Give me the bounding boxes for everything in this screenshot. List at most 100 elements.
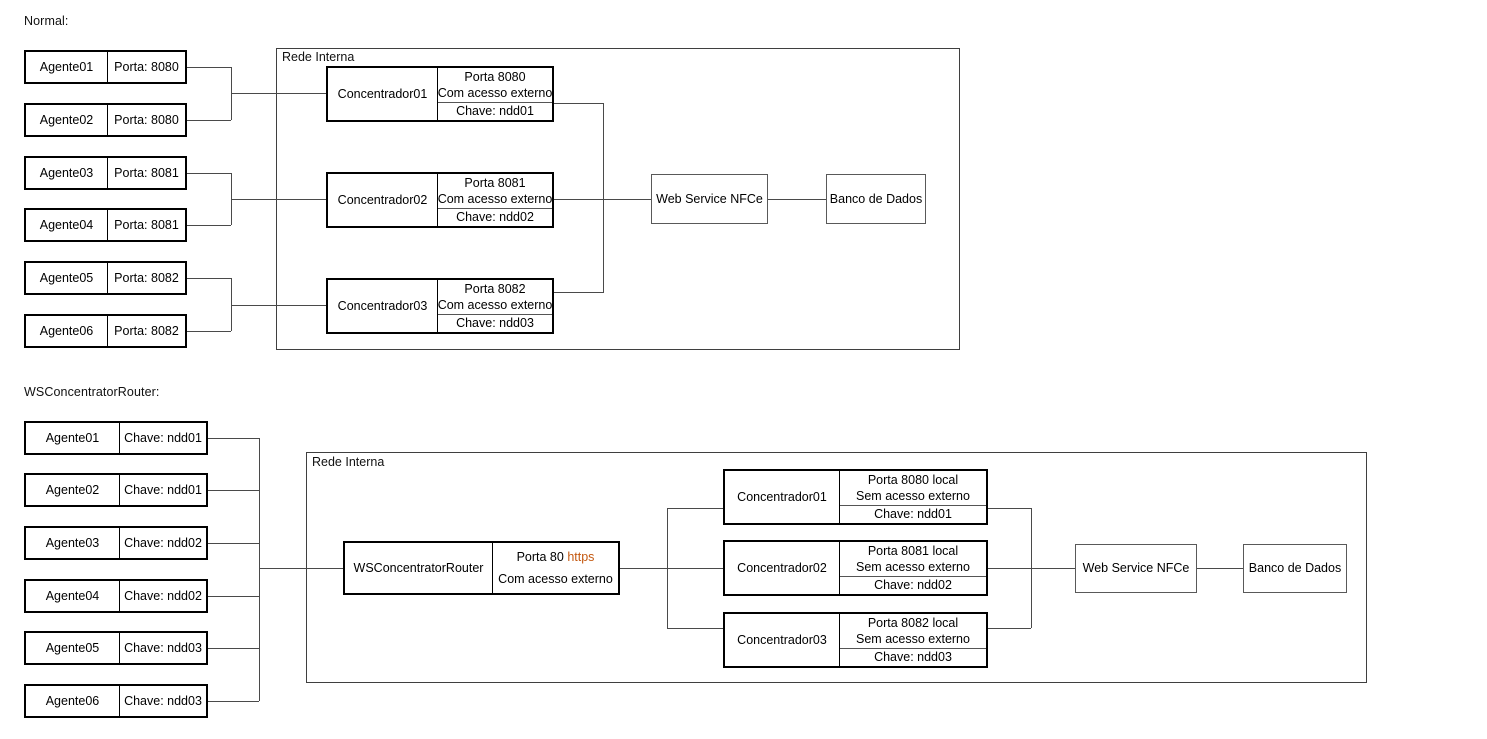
router-database-label: Banco de Dados [1248, 561, 1342, 576]
connector-router-webservice-to-db [1197, 568, 1243, 569]
connector-fanout-to-conc03 [667, 628, 723, 629]
node-agente05-router[interactable]: Agente05 Chave: ndd03 [24, 631, 208, 665]
concentrador02-port: Porta 8081 [464, 175, 526, 190]
router-concentrador03-name: Concentrador03 [725, 614, 840, 666]
node-agente06-normal[interactable]: Agente06 Porta: 8082 [24, 314, 187, 348]
connector-pair3-to-zone [231, 305, 330, 306]
agente04-detail: Porta: 8081 [114, 217, 179, 232]
node-concentrador02-normal[interactable]: Concentrador02 Porta 8081 Com acesso ext… [326, 172, 554, 228]
node-agente01-router[interactable]: Agente01 Chave: ndd01 [24, 421, 208, 455]
database-label: Banco de Dados [829, 191, 923, 206]
node-database-normal[interactable]: Banco de Dados [826, 174, 926, 224]
section-caption-router: WSConcentratorRouter: [24, 385, 160, 399]
router-concentrador02-name: Concentrador02 [725, 542, 840, 594]
concentrador02-key: Chave: ndd02 [438, 208, 552, 226]
node-concentrador03-normal[interactable]: Concentrador03 Porta 8082 Com acesso ext… [326, 278, 554, 334]
zone-rede-interna-router [306, 452, 1367, 683]
concentrador03-access: Com acesso externo [437, 298, 553, 313]
node-agente02-normal[interactable]: Agente02 Porta: 8080 [24, 103, 187, 137]
router-concentrador02-port: Porta 8081 local [867, 543, 959, 558]
router-agente06-name: Agente06 [26, 686, 120, 716]
agente01-name: Agente01 [26, 52, 108, 82]
connector-conc02-out [554, 199, 603, 200]
wsconcentratorrouter-port: Porta 80 https [517, 549, 595, 566]
connector-conc01-out [554, 103, 603, 104]
router-web-service-label: Web Service NFCe [1082, 561, 1190, 576]
router-agente03-name: Agente03 [26, 528, 120, 558]
connector-router-agente04 [208, 596, 259, 597]
node-agente04-router[interactable]: Agente04 Chave: ndd02 [24, 579, 208, 613]
node-agente03-normal[interactable]: Agente03 Porta: 8081 [24, 156, 187, 190]
node-agente05-normal[interactable]: Agente05 Porta: 8082 [24, 261, 187, 295]
connector-router-conc03-out [988, 628, 1031, 629]
node-web-service-normal[interactable]: Web Service NFCe [651, 174, 768, 224]
router-agente02-name: Agente02 [26, 475, 120, 505]
connector-router-agente02 [208, 490, 259, 491]
node-agente06-router[interactable]: Agente06 Chave: ndd03 [24, 684, 208, 718]
connector-fanout-bus [667, 508, 668, 628]
router-concentrador03-access: Sem acesso externo [856, 632, 970, 647]
router-agente06-detail: Chave: ndd03 [124, 693, 202, 708]
connector-merge-bus-normal [603, 103, 604, 293]
node-wsconcentratorrouter[interactable]: WSConcentratorRouter Porta 80 https Com … [343, 541, 620, 595]
zone-label-rede-interna-router: Rede Interna [310, 455, 387, 469]
agente02-detail: Porta: 8080 [114, 112, 179, 127]
router-agente05-name: Agente05 [26, 633, 120, 663]
node-agente03-router[interactable]: Agente03 Chave: ndd02 [24, 526, 208, 560]
connector-router-agent-bus [259, 438, 260, 701]
connector-agent-bus-to-router [259, 568, 343, 569]
connector-router-agente01 [208, 438, 259, 439]
concentrador01-access: Com acesso externo [437, 86, 553, 101]
connector-bus-pair3 [231, 278, 232, 331]
router-agente01-detail: Chave: ndd01 [124, 430, 202, 445]
agente05-detail: Porta: 8082 [114, 270, 179, 285]
connector-router-out [620, 568, 723, 569]
connector-router-conc01-out [988, 508, 1031, 509]
node-concentrador01-normal[interactable]: Concentrador01 Porta 8080 Com acesso ext… [326, 66, 554, 122]
router-concentrador02-key: Chave: ndd02 [840, 576, 986, 594]
agente04-name: Agente04 [26, 210, 108, 240]
zone-label-rede-interna-normal: Rede Interna [280, 50, 357, 64]
connector-agente06 [187, 331, 231, 332]
node-agente02-router[interactable]: Agente02 Chave: ndd01 [24, 473, 208, 507]
connector-router-agente05 [208, 648, 259, 649]
node-agente01-normal[interactable]: Agente01 Porta: 8080 [24, 50, 187, 84]
router-concentrador01-key: Chave: ndd01 [840, 505, 986, 523]
router-agente01-name: Agente01 [26, 423, 120, 453]
wsconcentratorrouter-access: Com acesso externo [498, 572, 613, 586]
section-caption-normal: Normal: [24, 14, 69, 28]
connector-conc03-out [554, 292, 603, 293]
agente05-name: Agente05 [26, 263, 108, 293]
connector-webservice-to-db [768, 199, 826, 200]
router-concentrador01-port: Porta 8080 local [867, 472, 959, 487]
router-agente02-detail: Chave: ndd01 [124, 482, 202, 497]
router-concentrador03-port: Porta 8082 local [867, 615, 959, 630]
web-service-label: Web Service NFCe [656, 191, 763, 206]
wsconcentratorrouter-name: WSConcentratorRouter [345, 543, 493, 593]
agente03-detail: Porta: 8081 [114, 165, 179, 180]
connector-router-agente06 [208, 701, 259, 702]
node-concentrador03-router[interactable]: Concentrador03 Porta 8082 local Sem aces… [723, 612, 988, 668]
wsconcentratorrouter-port-accent: https [567, 549, 595, 564]
connector-pair2-to-zone [231, 199, 330, 200]
concentrador02-name: Concentrador02 [328, 174, 438, 226]
node-web-service-router[interactable]: Web Service NFCe [1075, 544, 1197, 593]
connector-agente01 [187, 67, 231, 68]
router-agente03-detail: Chave: ndd02 [124, 535, 202, 550]
router-concentrador03-key: Chave: ndd03 [840, 648, 986, 666]
node-concentrador02-router[interactable]: Concentrador02 Porta 8081 local Sem aces… [723, 540, 988, 596]
wsconcentratorrouter-port-prefix: Porta 80 [516, 549, 568, 564]
node-concentrador01-router[interactable]: Concentrador01 Porta 8080 local Sem aces… [723, 469, 988, 525]
connector-agente02 [187, 120, 231, 121]
node-database-router[interactable]: Banco de Dados [1243, 544, 1347, 593]
concentrador01-key: Chave: ndd01 [438, 102, 552, 120]
agente06-name: Agente06 [26, 316, 108, 346]
connector-agente03 [187, 173, 231, 174]
router-agente04-detail: Chave: ndd02 [124, 588, 202, 603]
connector-fanout-to-conc01 [667, 508, 723, 509]
router-concentrador01-access: Sem acesso externo [856, 489, 970, 504]
concentrador03-port: Porta 8082 [464, 281, 526, 296]
connector-pair1-to-zone [231, 93, 330, 94]
node-agente04-normal[interactable]: Agente04 Porta: 8081 [24, 208, 187, 242]
